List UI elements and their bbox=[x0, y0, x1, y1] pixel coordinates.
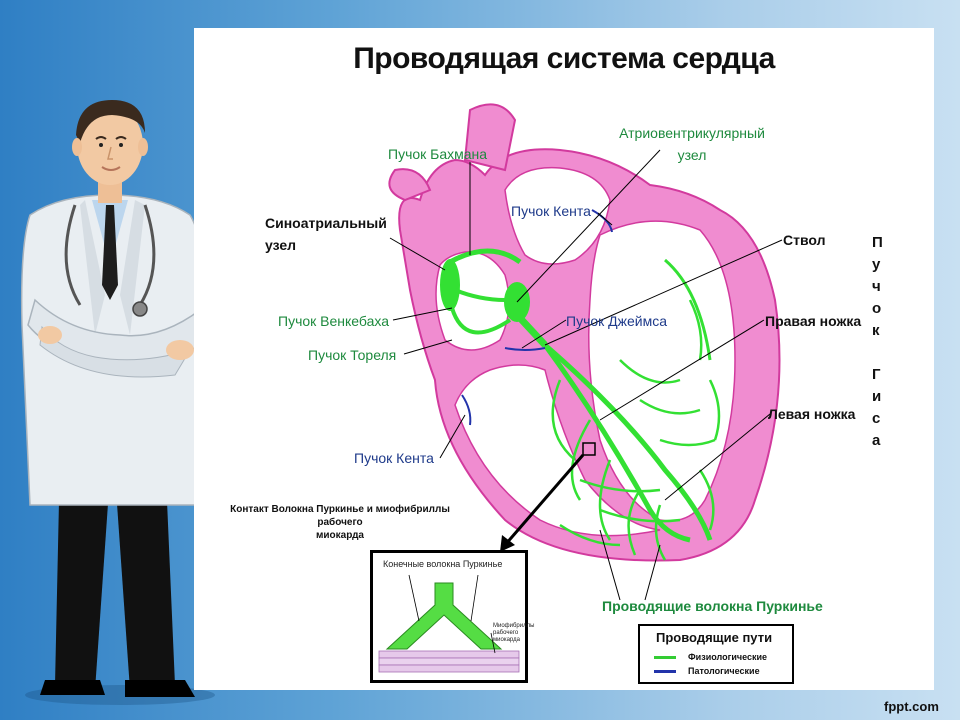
his-letter: о bbox=[872, 300, 882, 317]
kent-bundle-bottom bbox=[461, 394, 472, 426]
legend-swatch-blue bbox=[654, 670, 676, 673]
label-wenckebach: Пучок Венкебаха bbox=[278, 313, 390, 329]
legend-label: Патологические bbox=[688, 666, 760, 676]
his-letter: а bbox=[872, 432, 881, 449]
his-letter: с bbox=[872, 410, 881, 427]
legend-label: Физиологические bbox=[688, 652, 768, 662]
his-bracket bbox=[866, 232, 870, 460]
his-letter: у bbox=[872, 256, 881, 273]
label-purkinje: Проводящие волокна Пуркинье bbox=[602, 598, 823, 614]
brand-footer: fppt.com bbox=[884, 699, 939, 714]
right-ventricle-chamber bbox=[454, 364, 661, 537]
doctor-illustration bbox=[20, 100, 215, 705]
label-james: Пучок Джеймса bbox=[566, 313, 668, 329]
his-letter: Г bbox=[872, 366, 881, 383]
label-av-node: Атриовентрикулярный узел bbox=[619, 125, 765, 163]
zoom-marker bbox=[582, 442, 596, 456]
vena-cava bbox=[388, 168, 432, 202]
left-atrium-chamber bbox=[504, 166, 611, 265]
left-bundle-branch bbox=[543, 343, 713, 541]
right-bundle-branch bbox=[542, 343, 691, 543]
label-sa-node: Синоатриальный узел bbox=[265, 215, 387, 253]
purkinje-inset: Конечные волокна Пуркинье Миофибриллы ра… bbox=[370, 550, 535, 683]
label-kent-top: Пучок Кента bbox=[511, 203, 591, 219]
label-trunk: Ствол bbox=[783, 232, 826, 248]
legend-title: Проводящие пути bbox=[656, 630, 773, 645]
inset-drawing bbox=[378, 574, 520, 673]
label-kent-bottom: Пучок Кента bbox=[354, 450, 434, 466]
legend-item-pathological: Патологические bbox=[654, 666, 794, 678]
label-right-branch: Правая ножка bbox=[765, 313, 862, 329]
his-trunk bbox=[517, 315, 548, 348]
label-thorel: Пучок Тореля bbox=[308, 347, 397, 363]
zoom-arrowhead bbox=[500, 535, 515, 552]
purkinje-fibers bbox=[551, 299, 721, 561]
label-bachmann: Пучок Бахмана bbox=[388, 146, 488, 162]
his-letter: к bbox=[872, 322, 880, 339]
james-bundle bbox=[504, 347, 546, 351]
aorta bbox=[463, 103, 517, 172]
his-letter: П bbox=[872, 234, 883, 251]
inset-caption: Конечные волокна Пуркинье bbox=[383, 559, 503, 569]
contact-note: Контакт Волокна Пуркинье и миофибриллы р… bbox=[230, 504, 450, 541]
internodal-tract-1 bbox=[454, 288, 506, 302]
left-branch-upper bbox=[664, 258, 712, 361]
sa-node bbox=[440, 259, 460, 311]
legend: Проводящие пути Физиологические Патологи… bbox=[638, 624, 794, 684]
label-left-branch: Левая ножка bbox=[768, 406, 856, 422]
legend-item-physiological: Физиологические bbox=[654, 652, 794, 664]
internodal-tract-2 bbox=[450, 307, 512, 335]
slide-title: Проводящая система сердца bbox=[353, 42, 775, 75]
zoom-arrow bbox=[503, 454, 585, 546]
his-letter: ч bbox=[872, 278, 881, 295]
his-letter: и bbox=[872, 388, 882, 405]
inset-myofibril-label: Миофибриллы рабочего миокарда bbox=[493, 623, 535, 643]
legend-swatch-green bbox=[654, 656, 676, 659]
bachmann-bundle bbox=[448, 248, 522, 265]
